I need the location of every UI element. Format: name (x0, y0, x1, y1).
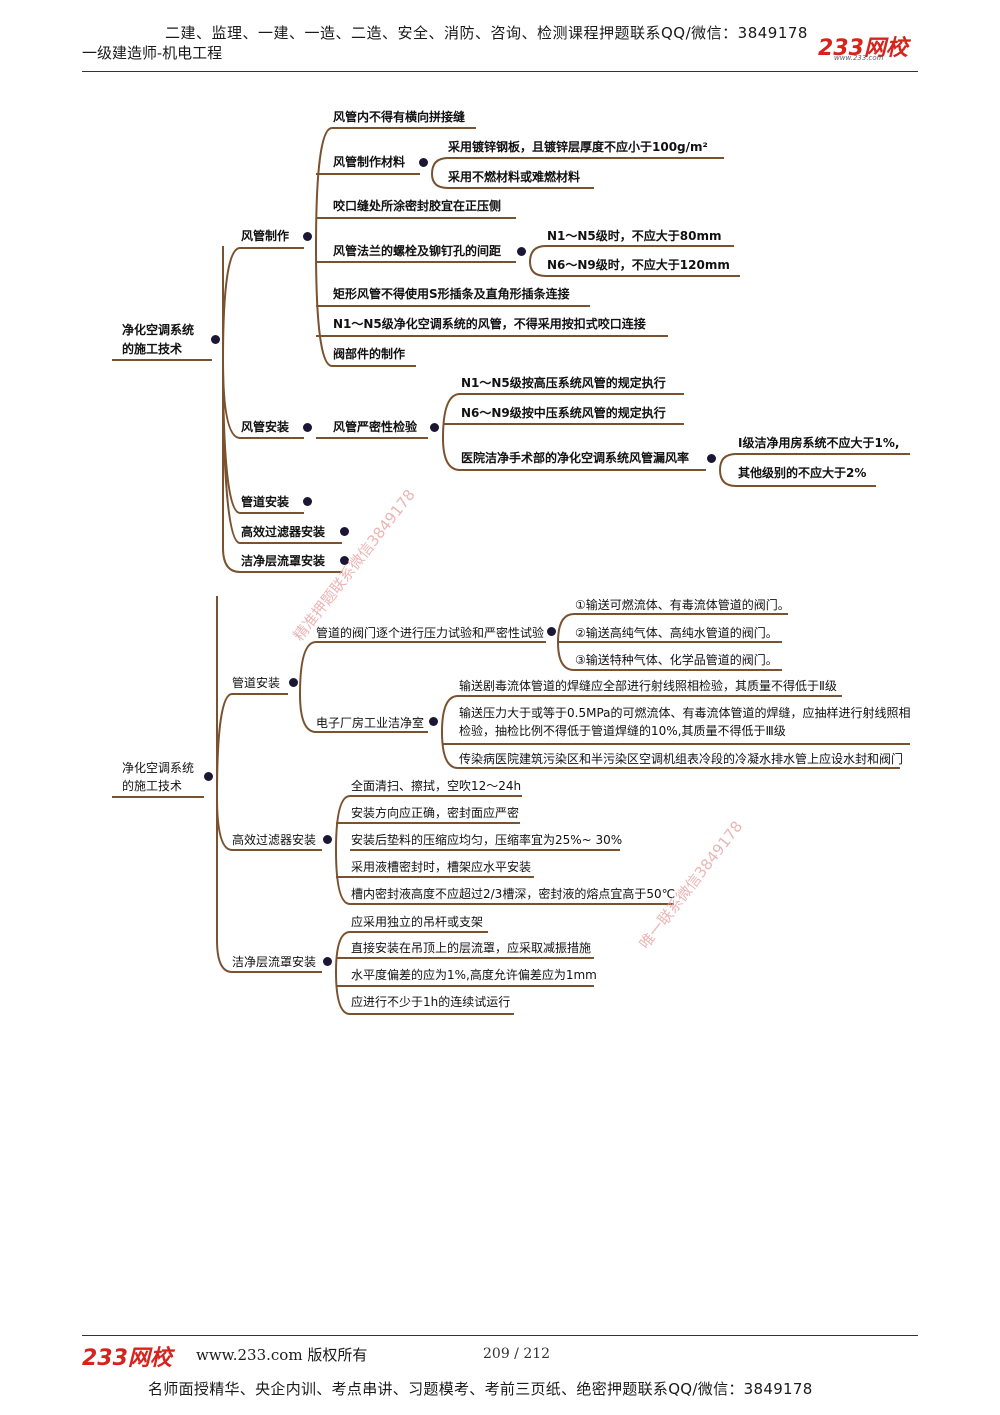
map1-pipe: 管道安装 (241, 495, 290, 509)
expand-icon[interactable] (303, 497, 312, 506)
map2-hepa-d: 采用液槽密封时，槽架应水平安装 (351, 860, 532, 874)
map2-valve-test: 管道的阀门逐个进行压力试验和严密性试验 (316, 626, 545, 640)
collapse-icon[interactable] (429, 717, 438, 726)
map1-test-a: N1～N5级按高压系统风管的规定执行 (461, 376, 666, 390)
map2-root-line1: 净化空调系统 (122, 761, 195, 775)
map2-fab: 电子厂房工业洁净室 (316, 716, 425, 730)
brand-logo-url: www.233.com (834, 54, 884, 62)
header-divider (82, 71, 918, 72)
map2-hepa-b: 安装方向应正确，密封面应严密 (351, 806, 520, 820)
map2-valve-b: ②输送高纯气体、高纯水管道的阀门。 (575, 626, 778, 640)
collapse-icon[interactable] (323, 835, 332, 844)
map2-pipe: 管道安装 (232, 676, 281, 690)
collapse-icon[interactable] (289, 678, 298, 687)
map2-laminar-c: 水平度偏差的应为1%,高度允许偏差应为1mm (351, 968, 597, 982)
map2-laminar-d: 应进行不少于1h的连续试运行 (351, 995, 511, 1009)
collapse-icon[interactable] (547, 627, 556, 636)
map2-hepa: 高效过滤器安装 (232, 833, 317, 847)
map1-hepa: 高效过滤器安装 (241, 525, 326, 539)
map1-duct-materials: 风管制作材料 (333, 155, 406, 169)
map2-fab-b2: 检验，抽检比例不得低于管道焊缝的10%,其质量不得低于Ⅲ级 (459, 724, 786, 738)
map2-hepa-a: 全面清扫、擦拭，空吹12～24h (351, 779, 522, 793)
collapse-icon[interactable] (419, 158, 428, 167)
map1-tightness-test: 风管严密性检验 (333, 420, 418, 434)
map1-leak-a: Ⅰ级洁净用房系统不应大于1%, (738, 436, 900, 450)
map2-laminar: 洁净层流罩安装 (232, 955, 317, 969)
map1-duct-install: 风管安装 (241, 420, 290, 434)
map1-duct-item6: N1～N5级净化空调系统的风管，不得采用按扣式咬口连接 (333, 317, 646, 331)
map1-duct-item3: 咬口缝处所涂密封胶宜在正压侧 (333, 199, 502, 213)
collapse-icon[interactable] (707, 454, 716, 463)
collapse-icon[interactable] (211, 335, 220, 344)
expand-icon[interactable] (340, 556, 349, 565)
map1-materials-b: 采用不燃材料或难燃材料 (448, 170, 581, 184)
footer-contact-line: 名师面授精华、央企内训、考点串讲、习题模考、考前三页纸、绝密押题联系QQ/微信：… (148, 1380, 813, 1398)
collapse-icon[interactable] (204, 772, 213, 781)
map2-root-line2: 的施工技术 (122, 779, 183, 793)
expand-icon[interactable] (340, 527, 349, 536)
map2-fab-b1: 输送压力大于或等于0.5MPa的可燃流体、有毒流体管道的焊缝，应抽样进行射线照相 (459, 706, 911, 720)
map2-hepa-e: 槽内密封液高度不应超过2/3槽深，密封液的熔点宜高于50℃ (351, 887, 676, 901)
map2-valve-a: ①输送可燃流体、有毒流体管道的阀门。 (575, 598, 790, 612)
map1-root-line1: 净化空调系统 (122, 323, 195, 337)
map2-valve-c: ③输送特种气体、化学品管道的阀门。 (575, 653, 778, 667)
footer-copyright: www.233.com 版权所有 (196, 1346, 368, 1364)
collapse-icon[interactable] (303, 232, 312, 241)
map2-hepa-c: 安装后垫料的压缩应均匀，压缩率宜为25%~ 30% (351, 833, 623, 847)
map1-leak-b: 其他级别的不应大于2% (738, 466, 867, 480)
map1-test-b: N6～N9级按中压系统风管的规定执行 (461, 406, 666, 420)
map1-materials-a: 采用镀锌钢板，且镀锌层厚度不应小于100g/m² (448, 140, 708, 154)
map1-duct-item7: 阀部件的制作 (333, 347, 406, 361)
map1-duct-making: 风管制作 (241, 229, 290, 243)
mindmap-connectors (112, 127, 910, 1015)
map1-flange-a: N1～N5级时，不应大于80mm (547, 229, 722, 243)
map1-duct-item1: 风管内不得有横向拼接缝 (333, 110, 466, 124)
footer-divider (82, 1335, 918, 1336)
collapse-icon[interactable] (323, 957, 332, 966)
map2-laminar-a: 应采用独立的吊杆或支架 (351, 915, 484, 929)
map1-duct-item5: 矩形风管不得使用S形插条及直角形插条连接 (333, 287, 570, 301)
map2-fab-c: 传染病医院建筑污染区和半污染区空调机组表冷段的冷凝水排水管上应设水封和阀门 (459, 752, 904, 766)
map1-root-line2: 的施工技术 (122, 342, 183, 356)
map1-duct-flange: 风管法兰的螺栓及铆钉孔的间距 (333, 244, 502, 258)
map1-flange-b: N6～N9级时，不应大于120mm (547, 258, 730, 272)
header-subtitle: 一级建造师-机电工程 (82, 44, 223, 62)
collapse-icon[interactable] (303, 423, 312, 432)
page-number: 209 / 212 (483, 1346, 551, 1362)
collapse-icon[interactable] (517, 247, 526, 256)
collapse-icon[interactable] (430, 423, 439, 432)
map2-fab-a: 输送剧毒流体管道的焊缝应全部进行射线照相检验，其质量不得低于Ⅱ级 (459, 679, 837, 693)
footer-logo: 233网校 (82, 1346, 172, 1371)
map1-laminar: 洁净层流罩安装 (241, 554, 326, 568)
header-contact-line: 二建、监理、一建、一造、二造、安全、消防、咨询、检测课程押题联系QQ/微信：38… (165, 24, 808, 42)
map2-laminar-b: 直接安装在吊顶上的层流罩，应采取减振措施 (351, 941, 592, 955)
brand-logo: 233网校 (818, 36, 908, 61)
map1-test-c: 医院洁净手术部的净化空调系统风管漏风率 (461, 451, 690, 465)
